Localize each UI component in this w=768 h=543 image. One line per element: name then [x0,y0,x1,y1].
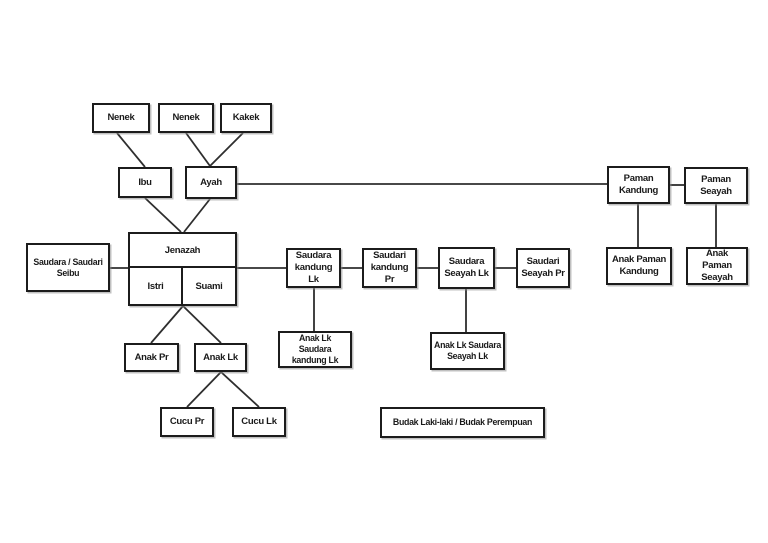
node-budak: Budak Laki-laki / Budak Perempuan [380,407,545,438]
node-jenazah-group: Jenazah Istri Suami [128,232,237,306]
node-label: Anak Pr [134,351,169,363]
node-istri: Istri [130,268,184,304]
node-kakek: Kakek [220,103,272,133]
node-label: Suami [195,280,223,292]
node-suami: Suami [183,268,235,304]
node-label: Istri [147,280,164,292]
node-label: Saudara Seayah Lk [444,256,489,279]
node-nenek-paternal: Nenek [158,103,214,133]
edge-jenazah-to-anak-lk [182,305,222,344]
edge-jenazah-to-anak-pr [150,305,184,344]
node-anak-lk-saudara-seayah-lk: Anak Lk Saudara Seayah Lk [430,332,505,370]
node-label: Ibu [138,176,152,188]
node-label: Anak Paman Seayah [701,248,733,283]
node-anak-paman-kandung: Anak Paman Kandung [606,247,672,285]
node-label: Saudari Seayah Pr [521,256,565,279]
node-ayah: Ayah [185,166,237,199]
node-anak-lk: Anak Lk [194,343,247,372]
node-anak-lk-saudara-kandung-lk: Anak Lk Saudara kandung Lk [278,331,352,368]
node-saudari-kandung-pr: Saudari kandung Pr [362,248,417,288]
node-saudara-kandung-lk: Saudara kandung Lk [286,248,341,288]
node-nenek-maternal: Nenek [92,103,150,133]
edge-anak-lk-to-cucu-pr [186,371,222,408]
node-label: Paman Seayah [700,173,732,197]
node-anak-pr: Anak Pr [124,343,179,372]
node-saudara-seayah-lk: Saudara Seayah Lk [438,247,495,289]
node-paman-kandung: Paman Kandung [607,166,670,204]
node-label: Cucu Lk [241,416,277,428]
node-label: Nenek [107,112,135,124]
edge-ibu-to-jenazah [144,197,182,233]
node-label: Anak Lk [203,351,238,363]
edge-anak-lk-to-cucu-lk [220,371,260,408]
node-paman-seayah: Paman Seayah [684,167,748,204]
edge-ayah-to-jenazah [183,198,211,233]
node-saudari-seayah-pr: Saudari Seayah Pr [516,248,570,288]
node-label: Saudara kandung Lk [294,250,333,285]
node-label: Anak Lk Saudara Seayah Lk [434,340,501,361]
node-jenazah: Jenazah [130,234,235,268]
node-label: Jenazah [164,244,201,256]
node-label: Saudara / Saudari Seibu [33,256,103,278]
node-label: Nenek [172,112,200,124]
node-label: Cucu Pr [169,416,205,428]
node-label: Saudari kandung Pr [370,250,409,285]
node-cucu-pr: Cucu Pr [160,407,214,437]
node-label: Anak Paman Kandung [611,254,667,277]
node-anak-paman-seayah: Anak Paman Seayah [686,247,748,285]
node-label: Kakek [232,112,260,124]
node-label: Paman Kandung [618,173,659,196]
node-label: Ayah [200,176,222,188]
node-label: Budak Laki-laki / Budak Perempuan [392,417,533,427]
node-ibu: Ibu [118,167,172,198]
node-label: Anak Lk Saudara kandung Lk [291,333,339,365]
edge-nenek-to-ibu [116,132,146,168]
edge-kakek-to-ayah [209,132,244,167]
node-saudara-saudari-seibu: Saudara / Saudari Seibu [26,243,110,292]
edge-nenek-to-ayah [185,132,211,167]
node-cucu-lk: Cucu Lk [232,407,286,437]
